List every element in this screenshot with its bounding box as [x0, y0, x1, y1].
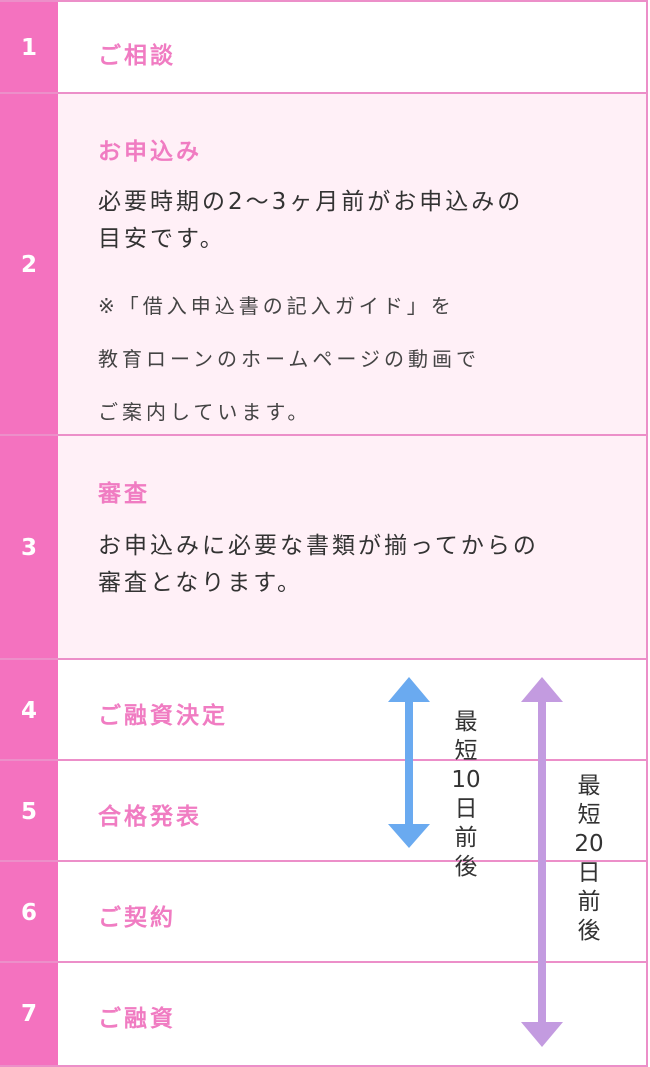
step-title: ご相談	[98, 43, 176, 69]
step-description: お申込みに必要な書類が揃ってからの 審査となります。	[98, 533, 539, 596]
step-row-3: 3 審査 お申込みに必要な書類が揃ってからの 審査となります。	[0, 434, 648, 660]
step-title: 合格発表	[98, 804, 202, 830]
step-number: 5	[0, 761, 58, 862]
step-cell: ご契約	[58, 862, 648, 963]
step-description: 必要時期の2〜3ヶ月前がお申込みの 目安です。	[98, 189, 524, 252]
step-cell: ご融資決定	[58, 660, 648, 761]
step-cell: 合格発表	[58, 761, 648, 862]
step-title: ご融資	[98, 1006, 176, 1032]
step-row-6: 6 ご契約	[0, 860, 648, 963]
step-row-5: 5 合格発表	[0, 759, 648, 862]
step-row-1: 1 ご相談	[0, 0, 648, 94]
short-duration-label: 最 短 10 日 前 後	[451, 709, 481, 880]
step-cell: ご相談	[58, 2, 648, 94]
step-row-4: 4 ご融資決定	[0, 658, 648, 761]
step-title: 審査	[98, 481, 150, 507]
step-note: ※「借入申込書の記入ガイド」を 教育ローンのホームページの動画で ご案内していま…	[98, 294, 480, 424]
step-title: ご融資決定	[98, 703, 228, 729]
step-number: 7	[0, 963, 58, 1065]
step-number: 3	[0, 436, 58, 660]
step-title: お申込み	[98, 139, 202, 165]
step-row-2: 2 お申込み 必要時期の2〜3ヶ月前がお申込みの 目安です。 ※「借入申込書の記…	[0, 92, 648, 436]
step-number: 1	[0, 2, 58, 94]
step-cell: ご融資	[58, 963, 648, 1065]
step-row-7: 7 ご融資	[0, 961, 648, 1067]
step-title: ご契約	[98, 905, 176, 931]
long-duration-label: 最 短 20 日 前 後	[574, 773, 604, 944]
long-duration-arrow	[521, 677, 563, 1047]
step-cell: お申込み 必要時期の2〜3ヶ月前がお申込みの 目安です。 ※「借入申込書の記入ガ…	[58, 94, 648, 436]
step-number: 4	[0, 660, 58, 761]
short-duration-arrow	[388, 677, 430, 848]
step-number: 2	[0, 94, 58, 436]
step-number: 6	[0, 862, 58, 963]
step-cell: 審査 お申込みに必要な書類が揃ってからの 審査となります。	[58, 436, 648, 660]
